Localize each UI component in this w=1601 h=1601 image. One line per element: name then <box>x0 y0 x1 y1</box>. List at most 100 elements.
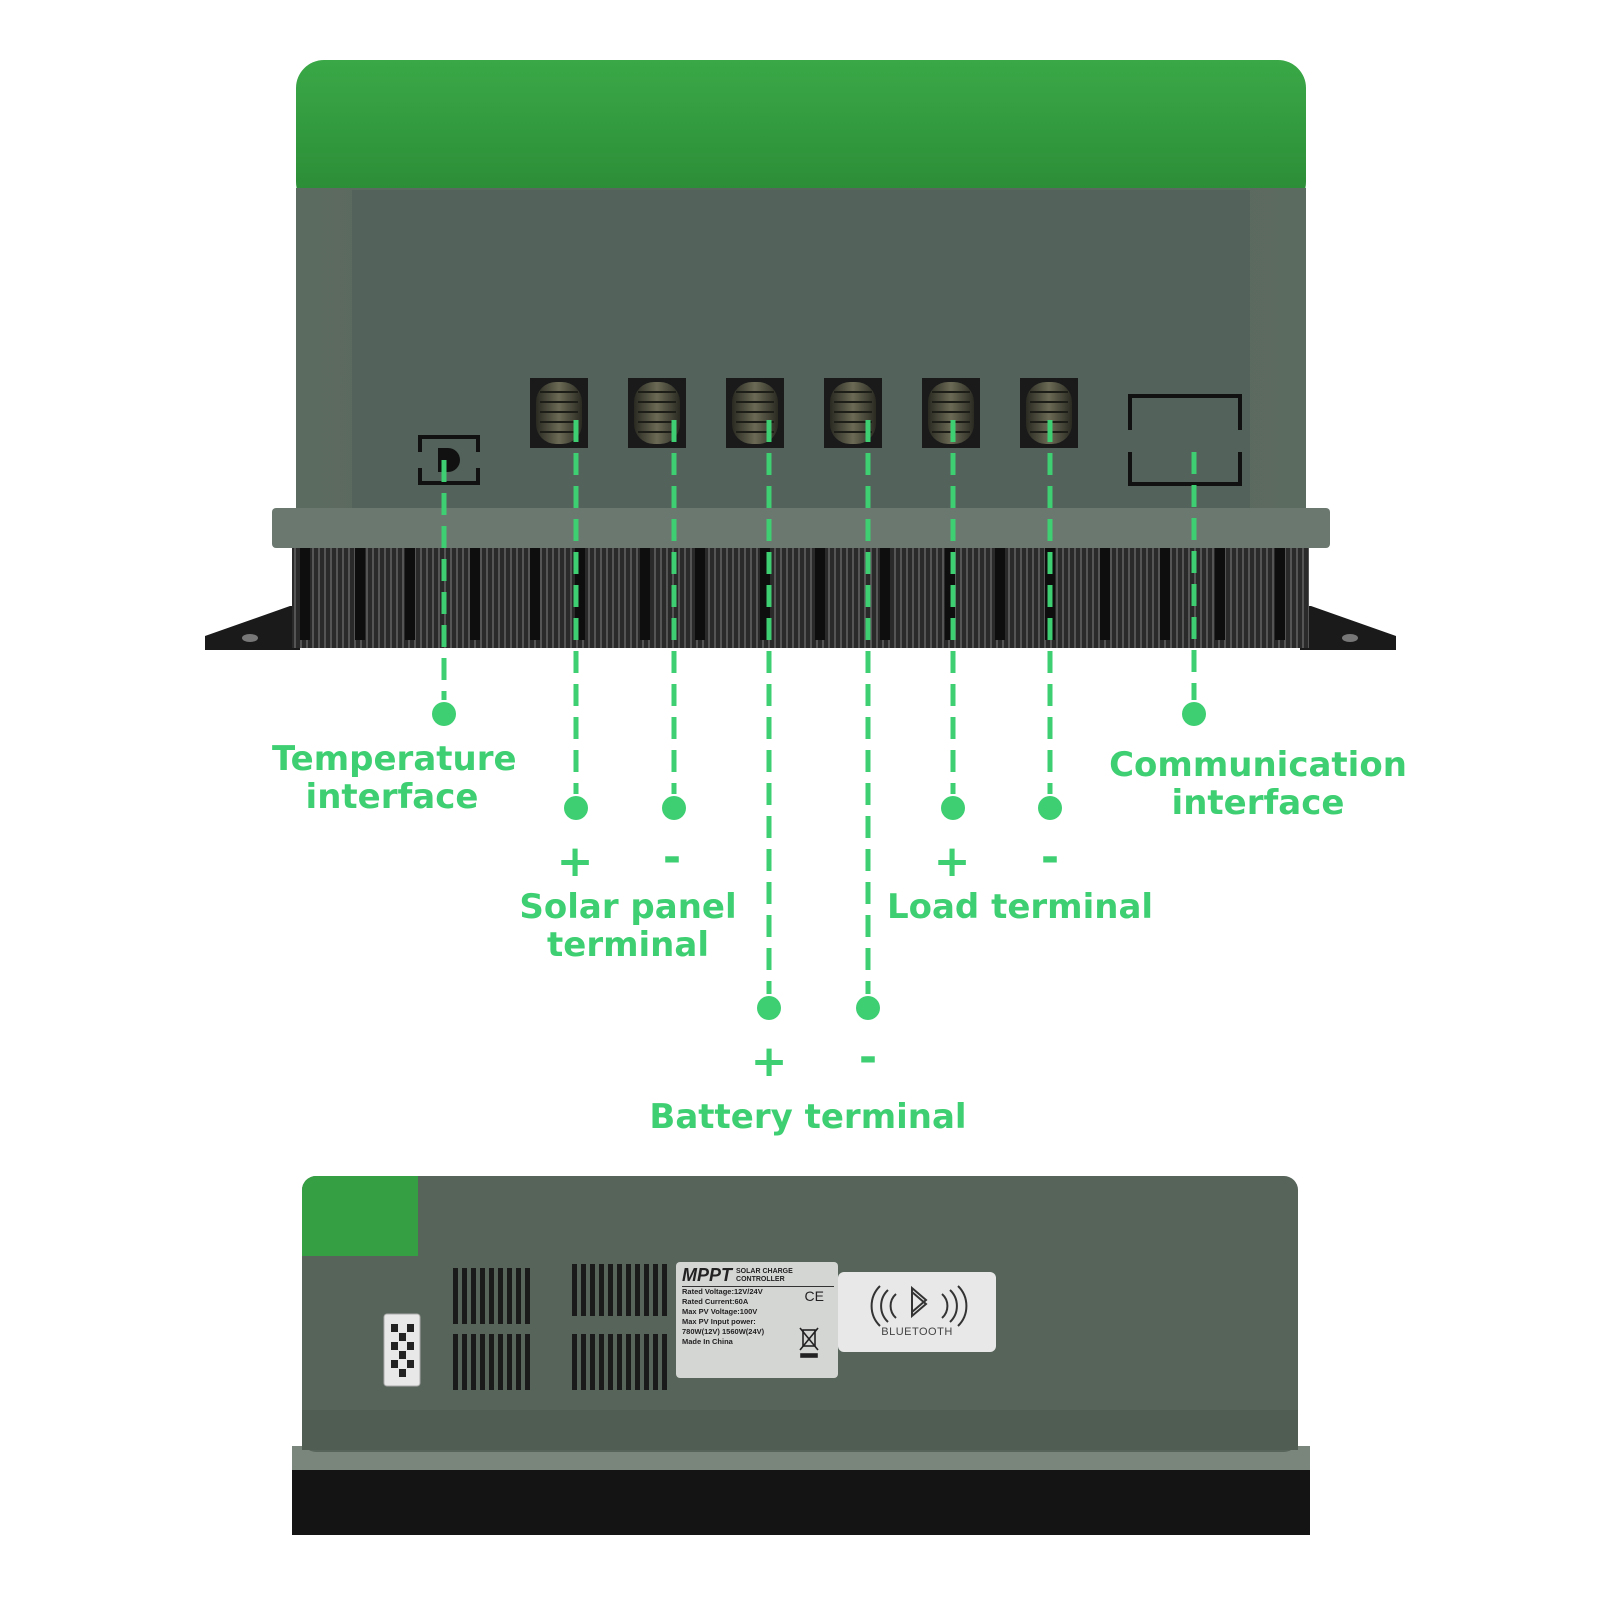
vent-slot <box>516 1268 521 1324</box>
heatsink-fin <box>995 548 1005 640</box>
spec-label-background <box>676 1262 838 1378</box>
vent-slot <box>590 1334 595 1390</box>
spec-brand: MPPT <box>682 1265 733 1285</box>
ventilation-grilles <box>453 1264 667 1390</box>
heatsink-fin <box>1160 548 1170 640</box>
vent-slot <box>572 1264 577 1316</box>
qr-module <box>391 1360 398 1368</box>
heatsink-fin <box>1215 548 1225 640</box>
qr-code-icon <box>391 1324 414 1377</box>
green-corner <box>302 1176 418 1256</box>
heatsink-fin <box>640 548 650 640</box>
vent-slot <box>653 1334 658 1390</box>
communication-port <box>1126 394 1244 486</box>
load-minus-leader-dot <box>1038 796 1062 820</box>
heatsink-fin <box>405 548 415 640</box>
black-base <box>292 1468 1310 1535</box>
qr-module <box>407 1324 414 1332</box>
vent-slot <box>635 1334 640 1390</box>
vent-slot <box>480 1268 485 1324</box>
vent-slot <box>653 1264 658 1316</box>
vent-slot <box>644 1334 649 1390</box>
load-terminal-label: Load terminal <box>880 888 1160 926</box>
side-housing-lower <box>302 1410 1298 1450</box>
qr-module <box>407 1360 414 1368</box>
vent-slot <box>489 1268 494 1324</box>
leader-lines <box>432 420 1206 1020</box>
solar-minus-sign: - <box>662 832 682 883</box>
vent-slot <box>471 1268 476 1324</box>
load-plus-sign: + <box>933 836 971 887</box>
ce-mark: CE <box>804 1288 824 1304</box>
battery-plus-sign: + <box>750 1036 788 1087</box>
vent-slot <box>462 1268 467 1324</box>
heatsink-fin <box>945 548 955 640</box>
spec-line: Max PV Input power: <box>682 1317 756 1326</box>
vent-slot <box>525 1334 530 1390</box>
vent-slot <box>626 1264 631 1316</box>
vent-slot <box>507 1268 512 1324</box>
communication-leader-dot <box>1182 702 1206 726</box>
green-lid <box>296 60 1306 210</box>
communication-label-line1: Communication <box>1109 745 1407 785</box>
heatsink-fin <box>300 548 310 640</box>
screw-terminals <box>530 378 1078 448</box>
vent-slot <box>480 1334 485 1390</box>
solar-minus-leader-dot <box>662 796 686 820</box>
vent-slot <box>599 1264 604 1316</box>
right-mounting-flange <box>1300 606 1396 650</box>
battery-terminal-label: Battery terminal <box>648 1098 968 1136</box>
solar-label-line1: Solar panel <box>519 887 737 927</box>
solar-plus-sign: + <box>556 836 594 887</box>
heatsink-fin <box>760 548 770 640</box>
bluetooth-label-text: BLUETOOTH <box>881 1326 953 1338</box>
vent-slot <box>581 1334 586 1390</box>
temperature-interface-label: Temperature interface <box>272 740 517 816</box>
qr-module <box>391 1342 398 1350</box>
spec-line: Max PV Voltage:100V <box>682 1307 758 1316</box>
qr-module <box>407 1342 414 1350</box>
spec-line: Rated Current:60A <box>682 1297 749 1306</box>
heatsink-fin <box>880 548 890 640</box>
load-minus-sign: - <box>1040 832 1060 883</box>
vent-slot <box>489 1334 494 1390</box>
heatsink-fin <box>530 548 540 640</box>
spec-subtitle2: CONTROLLER <box>736 1276 785 1283</box>
spec-label: MPPT SOLAR CHARGE CONTROLLER CE Rated Vo… <box>682 1266 834 1347</box>
communication-label-line2: interface <box>1171 783 1345 823</box>
bottom-device <box>292 1176 1310 1535</box>
solar-plus-leader-dot <box>564 796 588 820</box>
vent-slot <box>644 1264 649 1316</box>
heatsink-fin <box>815 548 825 640</box>
heatsink-fin <box>575 548 585 640</box>
vent-slot <box>662 1264 667 1316</box>
vent-slot <box>662 1334 667 1390</box>
right-mount-hole <box>1342 634 1358 642</box>
vent-slot <box>498 1334 503 1390</box>
spec-line: Made In China <box>682 1337 733 1346</box>
vent-slot <box>608 1334 613 1390</box>
vent-slot <box>507 1334 512 1390</box>
battery-minus-leader-dot <box>856 996 880 1020</box>
vent-slot <box>516 1334 521 1390</box>
housing-rim <box>272 508 1330 548</box>
qr-module <box>399 1369 406 1377</box>
temperature-leader-dot <box>432 702 456 726</box>
vent-slot <box>635 1264 640 1316</box>
qr-module <box>399 1351 406 1359</box>
heatsink <box>292 548 1309 648</box>
heatsink-fin <box>1275 548 1285 640</box>
communication-interface-label: Communication interface <box>1108 746 1408 822</box>
qr-module <box>399 1333 406 1341</box>
load-plus-leader-dot <box>941 796 965 820</box>
heatsink-fin <box>470 548 480 640</box>
vent-slot <box>453 1268 458 1324</box>
vent-slot <box>453 1334 458 1390</box>
spec-subtitle1: SOLAR CHARGE <box>736 1268 793 1275</box>
load-label-line1: Load terminal <box>886 887 1154 927</box>
qr-sticker <box>383 1313 421 1387</box>
vent-slot <box>462 1334 467 1390</box>
battery-minus-sign: - <box>858 1032 878 1083</box>
vent-slot <box>525 1268 530 1324</box>
